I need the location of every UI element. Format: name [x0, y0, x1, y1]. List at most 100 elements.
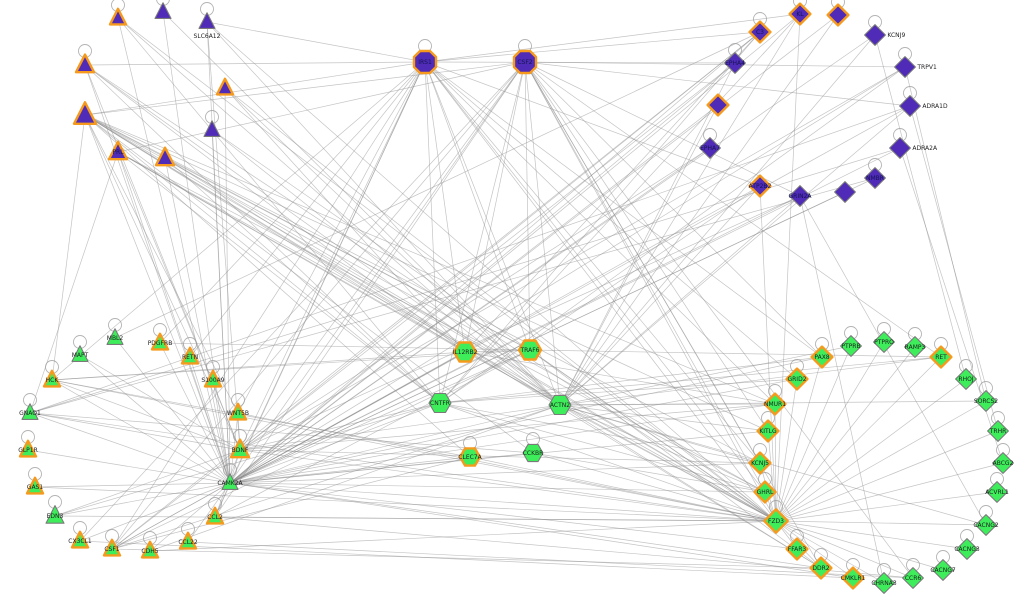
triangle-shape[interactable] [154, 146, 176, 167]
diamond-shape[interactable] [706, 93, 730, 117]
diamond-shape[interactable] [809, 556, 833, 580]
node-cacng3[interactable]: CACNG3 [954, 538, 980, 560]
node-wnt5b[interactable]: WNT5B [227, 402, 249, 421]
diamond-shape[interactable] [932, 559, 954, 581]
triangle-shape[interactable] [229, 438, 251, 459]
node-sorcs2[interactable]: SORCS2 [974, 390, 998, 412]
hexagon-shape[interactable] [522, 443, 544, 463]
triangle-shape[interactable] [42, 369, 62, 388]
node-hck[interactable]: HCK [42, 369, 62, 388]
triangle-shape[interactable] [72, 101, 98, 126]
node-cx3cl1[interactable]: CX3CL1 [68, 530, 92, 549]
diamond-shape[interactable] [955, 368, 977, 390]
diamond-shape[interactable] [986, 481, 1008, 503]
node-ptprb[interactable]: PTPRB [840, 335, 862, 357]
diamond-shape[interactable] [748, 20, 772, 44]
node-cacng7[interactable]: CACNG7 [930, 559, 956, 581]
hexagon-shape[interactable] [517, 339, 543, 361]
node-acvrl1[interactable]: ACVRL1 [985, 481, 1009, 503]
node-pt5[interactable] [215, 77, 235, 96]
node-pt4[interactable] [74, 53, 96, 74]
node-pt6[interactable] [72, 101, 98, 126]
node-grid2[interactable]: GRID2 [785, 367, 809, 391]
triangle-shape[interactable] [198, 12, 216, 29]
node-slc6a12[interactable]: SLC6A12 [194, 12, 221, 40]
triangle-shape[interactable] [178, 531, 198, 550]
triangle-shape[interactable] [45, 505, 65, 524]
node-cckbr[interactable]: CCKBR [522, 443, 544, 463]
diamond-shape[interactable] [899, 95, 921, 117]
triangle-shape[interactable] [107, 140, 129, 161]
node-cacng2[interactable]: CACNG2 [973, 514, 999, 536]
triangle-shape[interactable] [154, 2, 172, 19]
node-adra1d[interactable]: ADRA1D [899, 95, 948, 117]
diamond-shape[interactable] [763, 392, 787, 416]
node-chrna3[interactable]: CHRNA3 [871, 572, 897, 594]
node-traf6[interactable]: TRAF6 [517, 339, 543, 361]
diamond-shape[interactable] [810, 345, 834, 369]
diamond-shape[interactable] [975, 390, 997, 412]
node-trpv1[interactable]: TRPV1 [894, 56, 937, 78]
triangle-shape[interactable] [140, 540, 160, 559]
octagon-shape[interactable] [512, 49, 538, 75]
triangle-shape[interactable] [74, 53, 96, 74]
diamond-shape[interactable] [724, 52, 746, 74]
octagon-shape[interactable] [412, 49, 438, 75]
triangle-shape[interactable] [102, 538, 122, 557]
diamond-shape[interactable] [904, 336, 926, 358]
node-mapt[interactable]: MAPT [71, 345, 89, 362]
node-adra2a[interactable]: ADRA2A [889, 137, 938, 159]
node-irs1[interactable]: IRS1 [412, 49, 438, 75]
node-actn2[interactable]: ACTN2 [548, 394, 572, 416]
node-pt1[interactable] [108, 7, 128, 26]
triangle-shape[interactable] [71, 345, 89, 362]
diamond-shape[interactable] [889, 137, 911, 159]
triangle-shape[interactable] [18, 439, 38, 458]
diamond-shape[interactable] [902, 567, 924, 589]
triangle-shape[interactable] [203, 120, 221, 137]
diamond-shape[interactable] [826, 3, 850, 27]
diamond-shape[interactable] [785, 367, 809, 391]
diamond-shape[interactable] [864, 167, 886, 189]
node-nmbr[interactable]: NMBR [864, 167, 886, 189]
diamond-shape[interactable] [785, 537, 809, 561]
node-ccl2[interactable]: CCL2 [205, 506, 225, 525]
triangle-shape[interactable] [180, 346, 200, 365]
diamond-shape[interactable] [975, 514, 997, 536]
diamond-shape[interactable] [841, 566, 865, 590]
node-pd14[interactable] [826, 3, 850, 27]
diamond-shape[interactable] [756, 419, 780, 443]
node-epha4[interactable]: EPHA4 [724, 52, 746, 74]
node-cntfr[interactable]: CNTFR [428, 392, 452, 414]
diamond-shape[interactable] [987, 420, 1009, 442]
diamond-shape[interactable] [894, 56, 916, 78]
node-pt7[interactable] [203, 120, 221, 137]
diamond-shape[interactable] [834, 181, 856, 203]
triangle-shape[interactable] [215, 77, 235, 96]
node-abcg2[interactable]: ABCG2 [992, 452, 1014, 474]
node-kcnj9[interactable]: KCNJ9 [864, 24, 906, 46]
triangle-shape[interactable] [221, 473, 239, 490]
node-pt9[interactable] [154, 146, 176, 167]
node-gas1[interactable]: GAS1 [25, 476, 45, 495]
diamond-shape[interactable] [864, 24, 886, 46]
diamond-shape[interactable] [699, 137, 721, 159]
diamond-shape[interactable] [956, 538, 978, 560]
diamond-shape[interactable] [873, 572, 895, 594]
node-ramp3[interactable]: RAMP3 [904, 336, 926, 358]
node-cmklr1[interactable]: CMKLR1 [841, 566, 866, 590]
diamond-shape[interactable] [789, 185, 811, 207]
node-ccr6[interactable]: CCR6 [902, 567, 924, 589]
hexagon-shape[interactable] [452, 341, 478, 363]
hexagon-shape[interactable] [458, 447, 482, 467]
node-pdgfrb[interactable]: PDGFRB [148, 332, 173, 351]
diamond-shape[interactable] [840, 335, 862, 357]
triangle-shape[interactable] [203, 369, 223, 388]
node-ptpro[interactable]: PTPRO [873, 331, 895, 353]
node-kl[interactable]: KL [788, 2, 812, 26]
triangle-shape[interactable] [25, 476, 45, 495]
diamond-shape[interactable] [748, 451, 772, 475]
triangle-shape[interactable] [108, 7, 128, 26]
diamond-shape[interactable] [929, 345, 953, 369]
diamond-shape[interactable] [992, 452, 1014, 474]
